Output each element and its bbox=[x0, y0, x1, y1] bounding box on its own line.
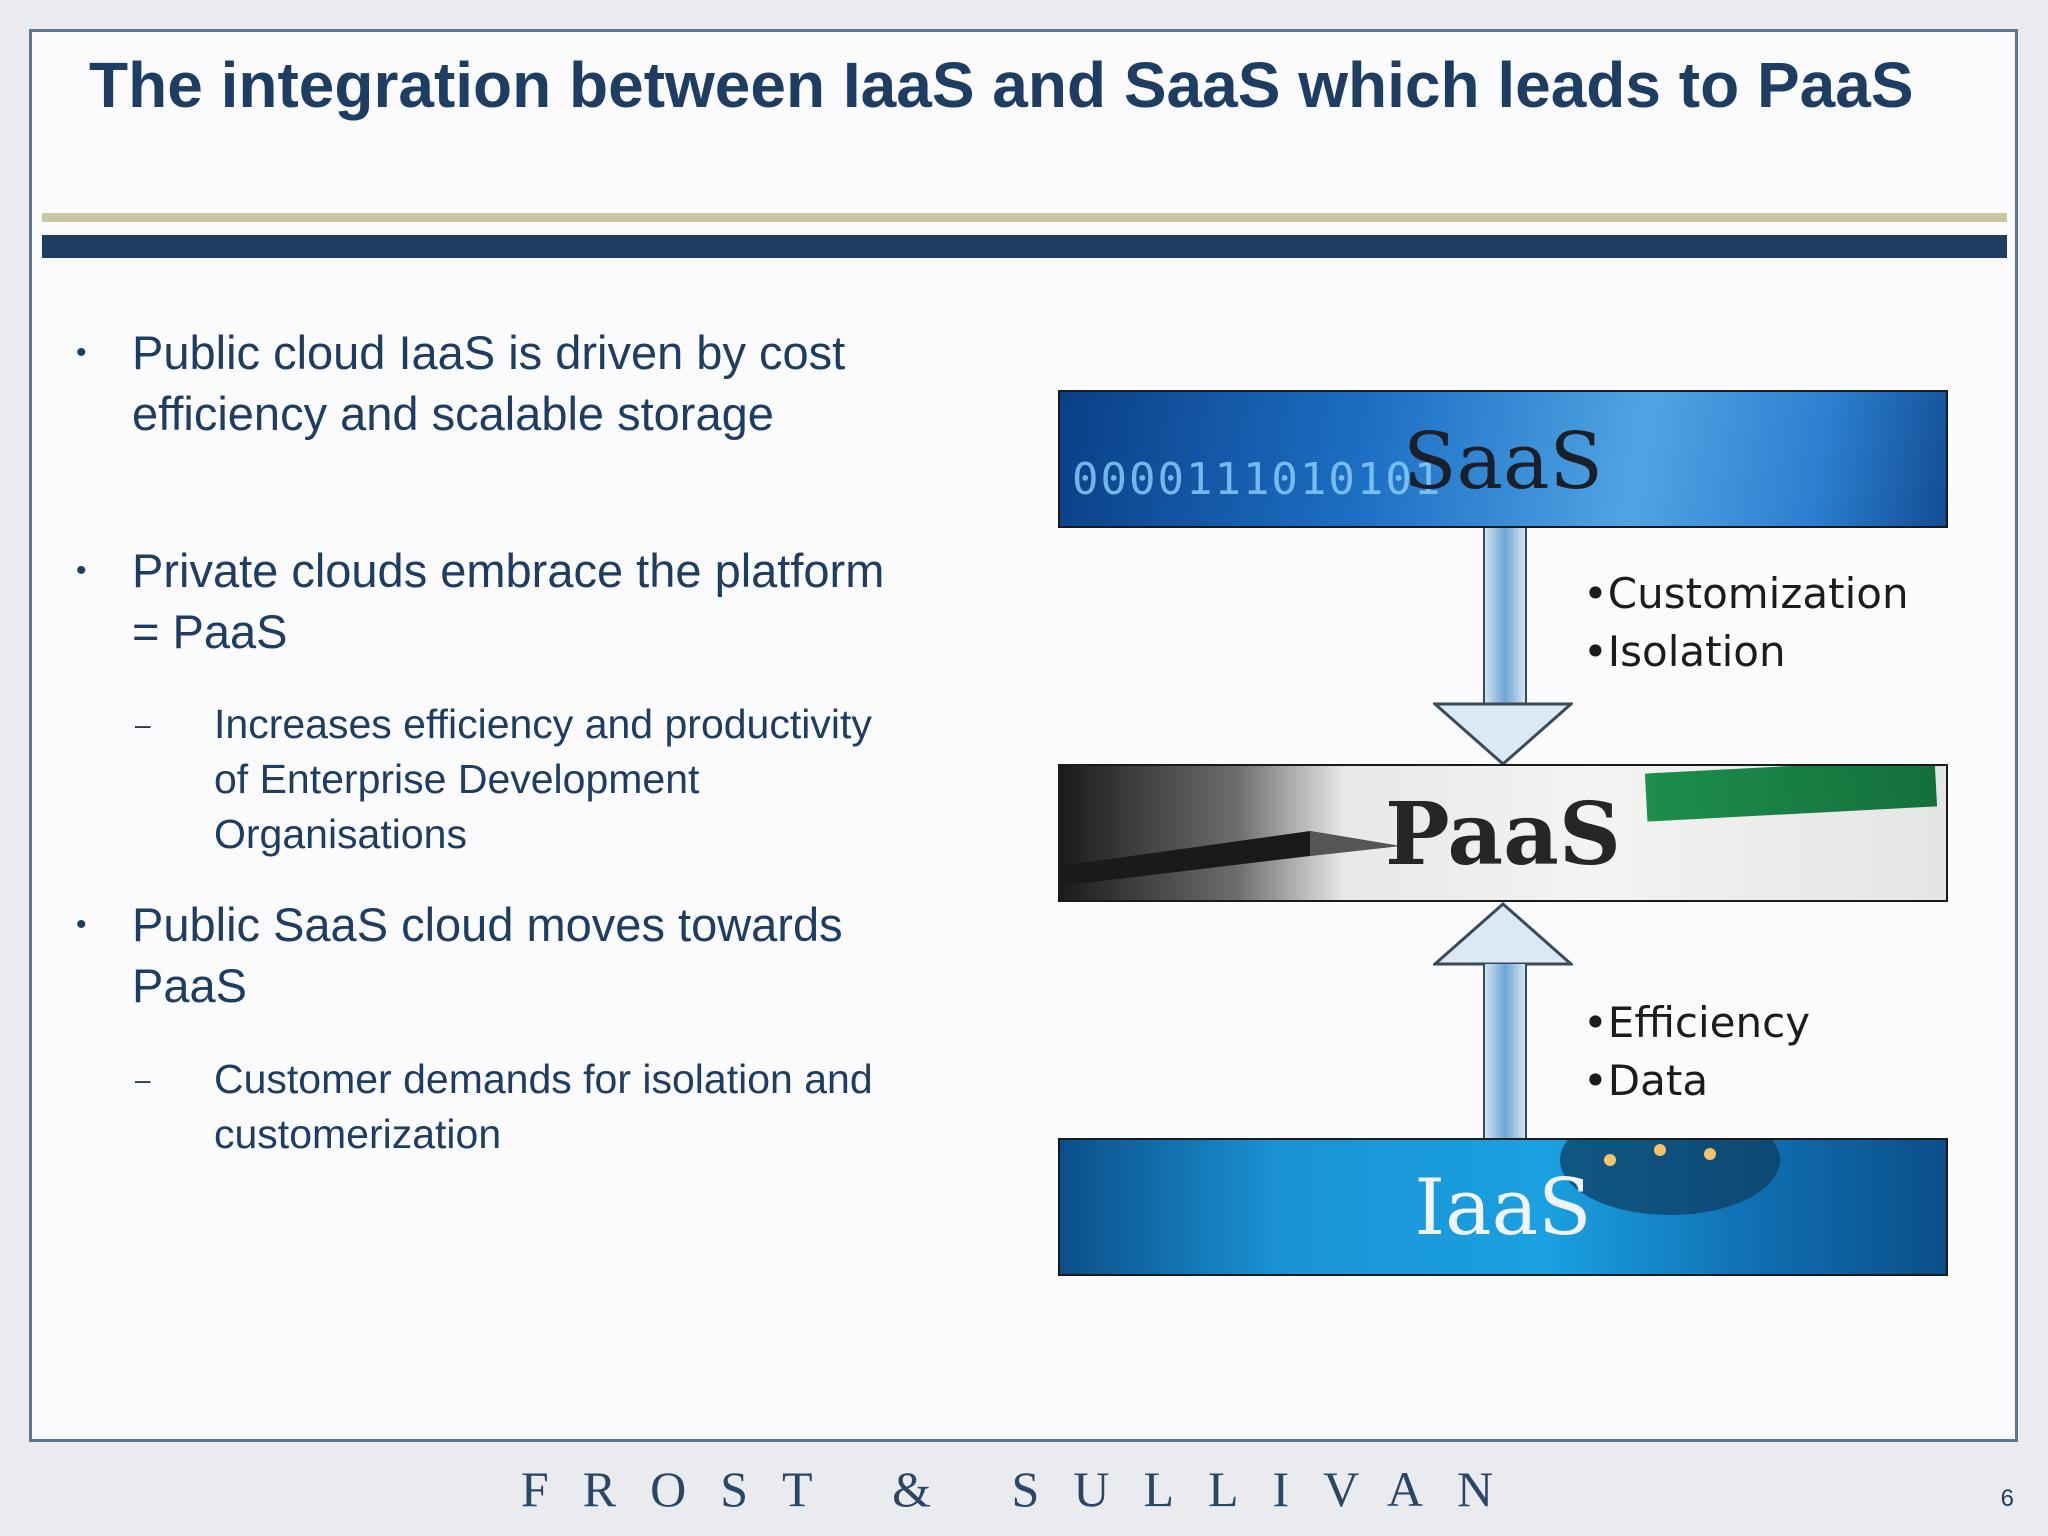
up-arrow-shaft bbox=[1483, 964, 1527, 1138]
paas-label: PaaS bbox=[1385, 784, 1621, 885]
sub-bullet-text: Customer demands for isolation and custo… bbox=[214, 1056, 873, 1157]
down-arrow-shaft bbox=[1483, 528, 1527, 710]
sub-bullet-mark: – bbox=[135, 1064, 151, 1095]
bullet-text: Private clouds embrace the platform = Pa… bbox=[132, 544, 885, 658]
bullet-item: • Public SaaS cloud moves towards PaaS bbox=[76, 894, 892, 1016]
bullet-item: • Private clouds embrace the platform = … bbox=[76, 540, 892, 662]
pen-icon bbox=[1060, 831, 1400, 886]
down-arrow-head-icon bbox=[1433, 702, 1573, 766]
bullet-list: • Public cloud IaaS is driven by cost ef… bbox=[0, 0, 1000, 1300]
note-isolation: Isolation bbox=[1583, 623, 1909, 681]
up-arrow-head-icon bbox=[1433, 902, 1573, 966]
iaas-label: IaaS bbox=[1414, 1163, 1592, 1253]
bullet-text: Public cloud IaaS is driven by cost effi… bbox=[132, 326, 846, 440]
sub-bullet-item: – Increases efficiency and productivity … bbox=[135, 697, 914, 862]
sub-bullet-text: Increases efficiency and productivity of… bbox=[214, 701, 872, 857]
cloud-stack-diagram: 0000111010101 SaaS Customization Isolati… bbox=[1028, 352, 1958, 1302]
bottom-notes: Efficiency Data bbox=[1583, 994, 1810, 1110]
bullet-text: Public SaaS cloud moves towards PaaS bbox=[132, 898, 843, 1012]
note-customization: Customization bbox=[1583, 565, 1909, 623]
saas-label: SaaS bbox=[1403, 417, 1603, 507]
binary-texture: 0000111010101 bbox=[1072, 454, 1443, 505]
saas-band: 0000111010101 SaaS bbox=[1058, 390, 1948, 528]
paas-band: PaaS bbox=[1058, 764, 1948, 902]
title-rule-tan bbox=[42, 213, 2007, 222]
bullet-item: • Public cloud IaaS is driven by cost ef… bbox=[76, 322, 892, 444]
bullet-mark: • bbox=[76, 336, 87, 369]
hard-drive-icon bbox=[1560, 1140, 1780, 1215]
sub-bullet-mark: – bbox=[135, 709, 151, 740]
slide-frame: The integration between IaaS and SaaS wh… bbox=[29, 29, 2018, 1442]
title-rule-navy bbox=[42, 235, 2007, 258]
bullet-mark: • bbox=[76, 554, 87, 587]
page-number: 6 bbox=[2000, 1485, 2014, 1512]
note-data: Data bbox=[1583, 1052, 1810, 1110]
top-notes: Customization Isolation bbox=[1583, 565, 1909, 681]
bullet-mark: • bbox=[76, 908, 87, 941]
sub-bullet-item: – Customer demands for isolation and cus… bbox=[135, 1052, 914, 1162]
slide-title: The integration between IaaS and SaaS wh… bbox=[89, 49, 1914, 121]
note-efficiency: Efficiency bbox=[1583, 994, 1810, 1052]
brand-logo: FROST & SULLIVAN bbox=[520, 1461, 1528, 1517]
iaas-band: IaaS bbox=[1058, 1138, 1948, 1276]
